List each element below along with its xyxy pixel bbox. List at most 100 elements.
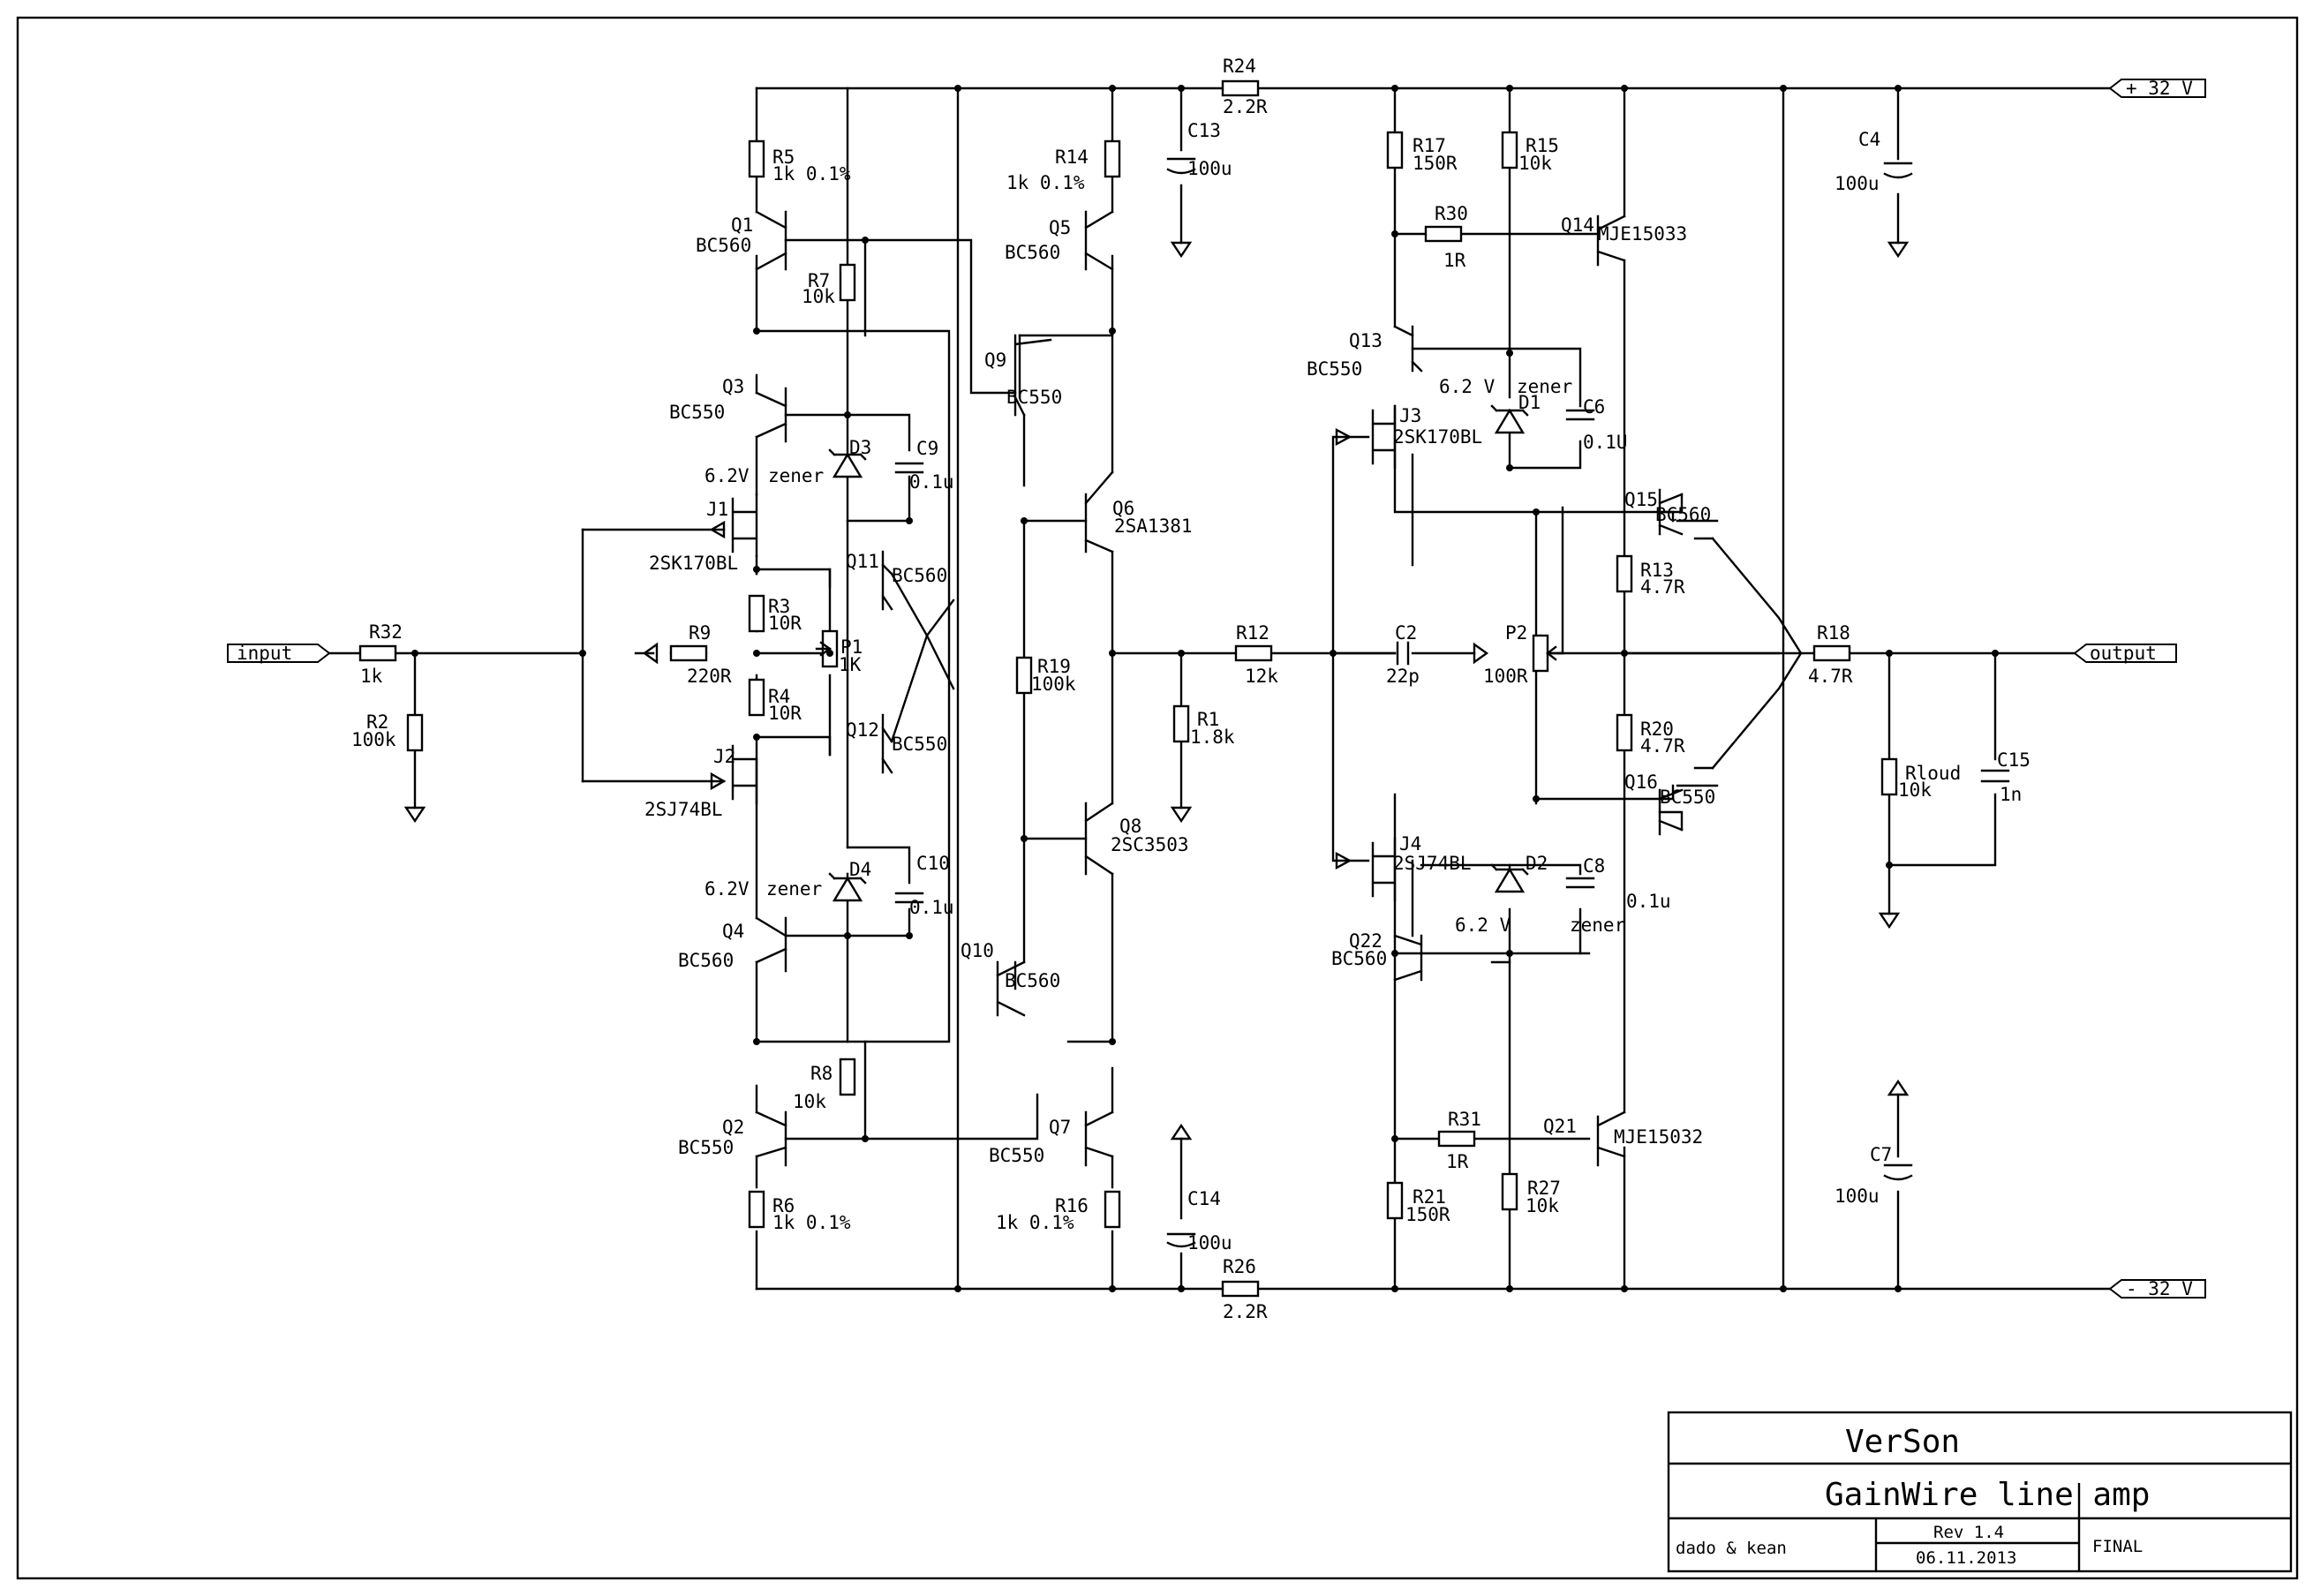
label-c15-value: 1n xyxy=(2000,784,2022,805)
label-c14-ref: C14 xyxy=(1187,1188,1221,1209)
label-j2-ref: J2 xyxy=(713,746,735,767)
label-r8-ref: R8 xyxy=(810,1063,833,1084)
label-r19-ref: R19 xyxy=(1037,656,1071,677)
label-r17-ref: R17 xyxy=(1413,135,1446,156)
junction-dots xyxy=(411,85,1999,1292)
label-r1-ref: R1 xyxy=(1197,709,1219,730)
label-r17-value: 150R xyxy=(1413,153,1458,174)
label-c10-value: 0.1u xyxy=(909,897,954,918)
label-q21-value: MJE15032 xyxy=(1614,1126,1703,1148)
label-r24-value: 2.2R xyxy=(1223,96,1268,117)
label-r6-ref: R6 xyxy=(772,1195,795,1216)
label-c6-ref: C6 xyxy=(1583,396,1605,418)
label-r16-ref: R16 xyxy=(1055,1195,1089,1216)
resistors xyxy=(358,79,1898,1298)
label-j3-ref: J3 xyxy=(1399,405,1421,426)
label-d3-ref: D3 xyxy=(849,437,871,458)
label-q1-ref: Q1 xyxy=(731,215,753,236)
label-d3-value: zener xyxy=(768,465,824,486)
label-r21-value: 150R xyxy=(1405,1204,1450,1225)
label-r4-value: 10R xyxy=(768,703,802,724)
label-j4-value: 2SJ74BL xyxy=(1393,853,1472,874)
title-block-authors: dado & kean xyxy=(1676,1539,1787,1558)
label-c13-ref: C13 xyxy=(1187,120,1221,141)
label-q13-value: BC550 xyxy=(1307,358,1362,380)
label-r30-ref: R30 xyxy=(1435,203,1468,224)
label-q11-ref: Q11 xyxy=(846,551,879,572)
label-q6-value: 2SA1381 xyxy=(1114,516,1193,537)
title-block-company: VerSon xyxy=(1845,1424,1960,1460)
title-block-title: GainWire line amp xyxy=(1825,1477,2150,1513)
label-q14-value: MJE15033 xyxy=(1598,223,1687,245)
label-r18-value: 4.7R xyxy=(1808,666,1853,687)
label-r15-ref: R15 xyxy=(1526,135,1559,156)
port-vneg: - 32 V xyxy=(2108,1278,2206,1299)
label-r16-value: 1k 0.1% xyxy=(996,1212,1074,1233)
label-q14-ref: Q14 xyxy=(1561,215,1594,236)
label-c2-ref: C2 xyxy=(1395,622,1417,644)
label-d1v-value: 6.2 V xyxy=(1439,376,1496,397)
label-r3-value: 10R xyxy=(768,613,802,634)
label-c8-value: 0.1u xyxy=(1626,891,1671,912)
label-q1-value: BC560 xyxy=(696,235,751,256)
label-q2-ref: Q2 xyxy=(722,1117,744,1138)
label-r2-value: 100k xyxy=(351,729,396,750)
label-r9-value: 220R xyxy=(687,666,732,687)
label-r2-ref: R2 xyxy=(366,711,388,733)
label-r12-ref: R12 xyxy=(1236,622,1270,644)
label-r5-value: 1k 0.1% xyxy=(772,163,851,184)
label-r31-value: 1R xyxy=(1446,1151,1469,1172)
title-block: VerSon GainWire line amp dado & kean Rev… xyxy=(1667,1411,2293,1573)
capacitors xyxy=(894,157,2010,1248)
label-q12-value: BC550 xyxy=(892,734,947,755)
label-q6-ref: Q6 xyxy=(1112,498,1134,519)
label-q11-value: BC560 xyxy=(892,565,947,586)
label-q8-ref: Q8 xyxy=(1119,816,1141,837)
label-c9-ref: C9 xyxy=(916,438,938,459)
label-r18-ref: R18 xyxy=(1817,622,1850,644)
jfets xyxy=(731,404,1397,902)
label-r7-ref: R7 xyxy=(808,270,830,291)
label-q3-ref: Q3 xyxy=(722,376,744,397)
label-d1-value: zener xyxy=(1517,376,1572,397)
label-d2v-value: 6.2 V xyxy=(1455,915,1511,936)
label-d4-value: zener xyxy=(766,878,822,900)
label-r21-ref: R21 xyxy=(1413,1186,1446,1208)
title-block-status: FINAL xyxy=(2092,1537,2143,1556)
label-r32-value: 1k xyxy=(360,666,383,687)
label-c8-ref: C8 xyxy=(1583,855,1605,877)
label-r30-value: 1R xyxy=(1443,250,1466,271)
label-r26-ref: R26 xyxy=(1223,1256,1256,1277)
port-input: input xyxy=(227,643,331,664)
label-q10-ref: Q10 xyxy=(961,940,994,961)
label-r27-ref: R27 xyxy=(1527,1178,1561,1199)
label-q3-value: BC550 xyxy=(669,402,725,423)
label-r8-value: 10k xyxy=(793,1091,826,1112)
label-c15-ref: C15 xyxy=(1997,749,2030,771)
label-q10-value: BC560 xyxy=(1005,970,1060,991)
label-p1-value: 1K xyxy=(839,654,862,675)
label-q21-ref: Q21 xyxy=(1543,1116,1577,1137)
label-q9-ref: Q9 xyxy=(984,350,1006,371)
port-vpos: + 32 V xyxy=(2108,78,2206,99)
label-c7-ref: C7 xyxy=(1870,1144,1892,1165)
title-block-rev: Rev 1.4 xyxy=(1933,1523,2004,1542)
label-j2-value: 2SJ74BL xyxy=(644,799,723,820)
label-p2-value: 100R xyxy=(1483,666,1528,687)
label-q12-ref: Q12 xyxy=(846,719,879,741)
label-q2-value: BC550 xyxy=(678,1137,734,1158)
label-c13-value: 100u xyxy=(1187,158,1232,179)
label-c7-value: 100u xyxy=(1835,1186,1880,1207)
label-r5-ref: R5 xyxy=(772,147,795,168)
label-r15-value: 10k xyxy=(1518,153,1552,174)
label-j1-value: 2SK170BL xyxy=(649,553,738,574)
label-r4-ref: R4 xyxy=(768,686,790,707)
ground-symbols xyxy=(403,241,1910,1141)
label-q5-ref: Q5 xyxy=(1049,217,1071,238)
label-c4-ref: C4 xyxy=(1858,129,1880,150)
label-q16-ref: Q16 xyxy=(1624,772,1658,793)
label-r3-ref: R3 xyxy=(768,596,790,617)
label-q15-value: BC560 xyxy=(1655,504,1711,525)
label-r13-ref: R13 xyxy=(1640,560,1674,581)
